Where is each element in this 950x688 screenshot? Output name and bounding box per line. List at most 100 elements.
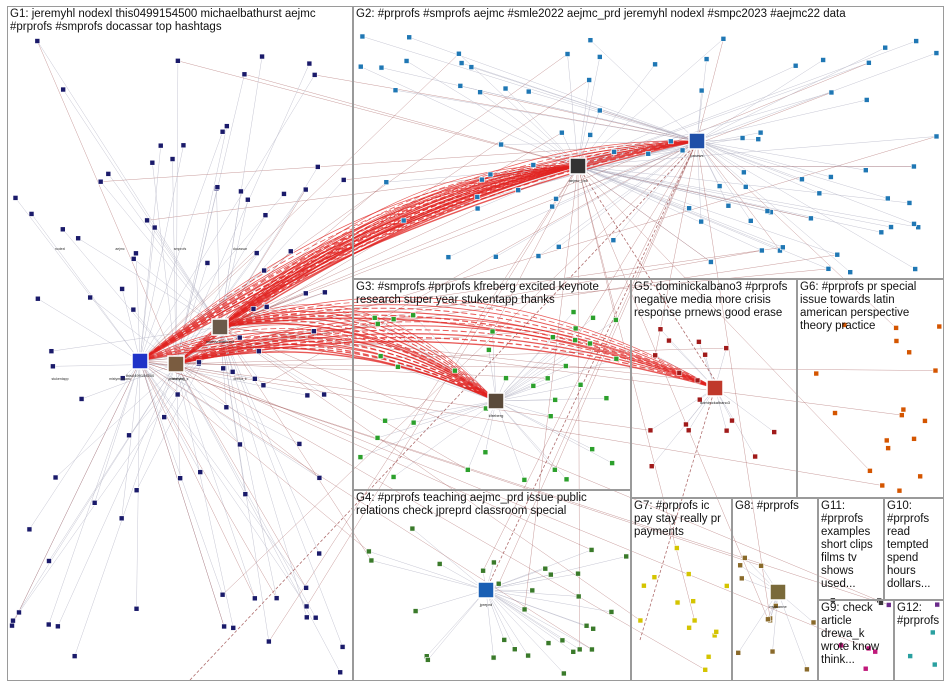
graph-node (118, 515, 125, 522)
group-box-g2: G2: #prprofs #smprofs aejmc #smle2022 ae… (353, 6, 944, 279)
edge (495, 384, 581, 402)
group-box-g12: G12: #prprofs (894, 600, 944, 681)
graph-node (436, 561, 443, 567)
edge (495, 400, 551, 417)
group-label: G9: check article drewa_k wrote know thi… (821, 602, 880, 666)
group-box-g3: G3: #smprofs #prprofs kfreberg excited k… (353, 279, 631, 490)
edge (175, 189, 306, 365)
graph-node (133, 250, 139, 257)
graph-node (403, 58, 410, 64)
graph-node (548, 571, 554, 578)
graph-node (575, 593, 582, 600)
edge (48, 360, 141, 625)
graph-node (296, 441, 303, 447)
hub-node (487, 392, 505, 410)
graph-node (304, 392, 311, 399)
graph-node (739, 135, 746, 141)
graph-node (221, 623, 227, 630)
edge (219, 140, 698, 328)
edge (577, 40, 917, 167)
edge (485, 589, 612, 613)
edge (528, 91, 698, 142)
edge (139, 140, 698, 362)
graph-node (250, 306, 257, 312)
graph-node (559, 637, 566, 644)
edge (577, 165, 712, 263)
edge (306, 165, 579, 607)
edge (175, 363, 181, 479)
graph-node (913, 38, 919, 44)
node-layer: this0499154500michaelbathurstjeremyhlaej… (9, 33, 943, 677)
graph-node (596, 107, 603, 114)
node-label: drewa_k (233, 377, 246, 381)
graph-node (879, 482, 886, 489)
graph-node (474, 194, 481, 200)
graph-node (828, 89, 835, 96)
edge (219, 140, 698, 328)
node-label: nodexl (55, 247, 66, 251)
edge (577, 165, 829, 270)
graph-node (16, 609, 22, 616)
graph-node (702, 351, 708, 358)
graph-node (771, 429, 777, 435)
graph-node (253, 250, 260, 256)
graph-node (458, 60, 465, 66)
hub-node (569, 157, 587, 175)
graph-node (60, 86, 66, 93)
graph-node (792, 62, 799, 69)
graph-node (306, 60, 313, 67)
edge (738, 591, 779, 653)
graph-node (603, 395, 610, 401)
graph-node (590, 315, 596, 321)
edge (139, 360, 593, 650)
graph-node (893, 338, 900, 344)
graph-node (87, 294, 93, 301)
graph-node (161, 414, 168, 420)
graph-node (357, 63, 364, 70)
graph-node (303, 585, 309, 591)
graph-node (71, 653, 78, 659)
graph-node (224, 123, 230, 129)
graph-node (742, 184, 749, 190)
edge (492, 165, 579, 332)
graph-node (177, 475, 183, 482)
graph-node (613, 317, 619, 323)
edge (175, 363, 706, 671)
edge (485, 549, 592, 591)
graph-node (281, 191, 287, 197)
group-box-g1: G1: jeremyhl nodexl this0499154500 micha… (7, 6, 353, 681)
edge (219, 326, 698, 381)
graph-node (698, 87, 705, 94)
graph-node (547, 413, 554, 419)
graph-node (882, 44, 889, 51)
edge (219, 326, 270, 642)
graph-node (10, 617, 16, 624)
graph-node (521, 606, 528, 613)
graph-node (556, 244, 562, 250)
edge (139, 360, 762, 567)
hub-node (706, 379, 724, 397)
graph-node (245, 196, 251, 203)
graph-node (838, 642, 844, 649)
graph-node (544, 375, 551, 382)
graph-node (529, 587, 536, 594)
graph-node (259, 53, 265, 60)
group-label: G8: #prprofs (735, 500, 799, 512)
edge (172, 159, 177, 365)
graph-node (46, 558, 52, 564)
edge (495, 317, 594, 402)
edge (577, 165, 781, 251)
edge (139, 193, 285, 362)
graph-node (915, 224, 922, 231)
graph-node (572, 337, 578, 343)
graph-node (912, 266, 918, 272)
edge (175, 215, 266, 365)
edge (219, 326, 277, 599)
group-box-g4: G4: #prprofs teaching aejmc_prd issue pu… (353, 490, 631, 681)
graph-node (302, 290, 309, 297)
graph-node (321, 391, 327, 398)
graph-node (931, 661, 938, 668)
edge (696, 140, 803, 180)
edge (175, 336, 716, 389)
